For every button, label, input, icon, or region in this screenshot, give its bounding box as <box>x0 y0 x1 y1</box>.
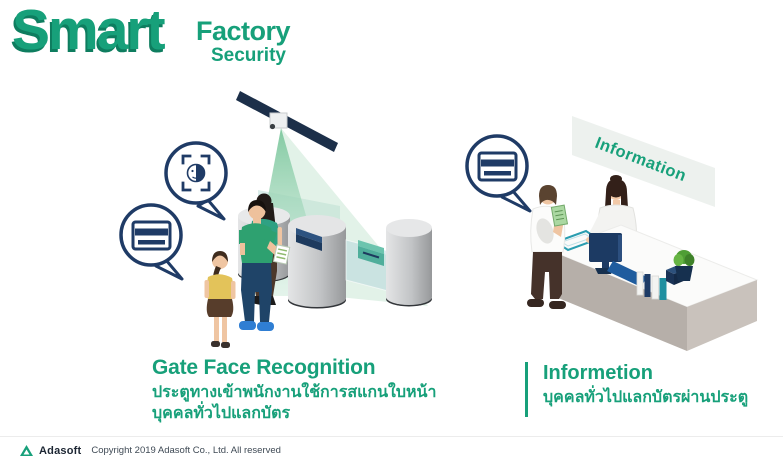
id-card-icon <box>477 151 518 182</box>
plant-icon <box>673 250 695 281</box>
left-caption-heading: Gate Face Recognition <box>152 356 376 379</box>
person-woman-yellow-top <box>204 251 236 348</box>
subtitle-security: Security <box>211 45 286 66</box>
gate-face-recognition-caption: Gate Face Recognition ประตูทางเข้าพนักงา… <box>152 356 482 424</box>
footer-copyright: Copyright 2019 Adasoft Co., Ltd. All res… <box>91 445 281 456</box>
footer: Adasoft Copyright 2019 Adasoft Co., Ltd.… <box>0 436 783 464</box>
information-sign: Information <box>572 116 715 207</box>
binders <box>636 271 667 300</box>
face-scan-bubble <box>164 141 228 221</box>
gate-face-recognition-illustration <box>119 91 432 348</box>
gate-pod-right <box>288 215 346 309</box>
subtitle-factory: Factory <box>196 16 291 46</box>
footer-brand: Adasoft <box>39 444 82 457</box>
id-card-bubble-left <box>119 203 184 281</box>
person-visitor-man <box>527 185 569 309</box>
visitor-card <box>550 204 569 227</box>
id-card-bubble-right <box>465 134 532 213</box>
page-subtitle: Factory Security <box>196 16 291 66</box>
id-card-icon <box>131 220 172 251</box>
person-man-green-shirt <box>239 200 291 331</box>
information-caption: Informetion บุคคลทั่วไปแลกบัตรผ่านประตู <box>543 362 773 408</box>
right-caption-heading: Informetion <box>543 362 653 384</box>
information-desk-illustration: Information <box>465 116 759 351</box>
card-reader <box>296 234 322 251</box>
left-caption-line2: บุคคลทั่วไปแลกบัตร <box>152 405 291 422</box>
gate-pod-far-right <box>386 219 432 307</box>
page-title: Smart <box>12 0 166 62</box>
right-caption-line1: บุคคลทั่วไปแลกบัตรผ่านประตู <box>543 389 749 406</box>
section-divider <box>525 362 528 417</box>
card-reader-top <box>296 228 322 243</box>
face-scan-icon <box>181 154 211 192</box>
left-caption-line1: ประตูทางเข้าพนักงานใช้การสแกนใบหน้า <box>152 384 437 401</box>
visitor-card <box>272 244 291 265</box>
gate-glass-low <box>345 239 393 293</box>
adasoft-logo-icon <box>20 445 33 456</box>
camera-icon <box>269 112 288 130</box>
